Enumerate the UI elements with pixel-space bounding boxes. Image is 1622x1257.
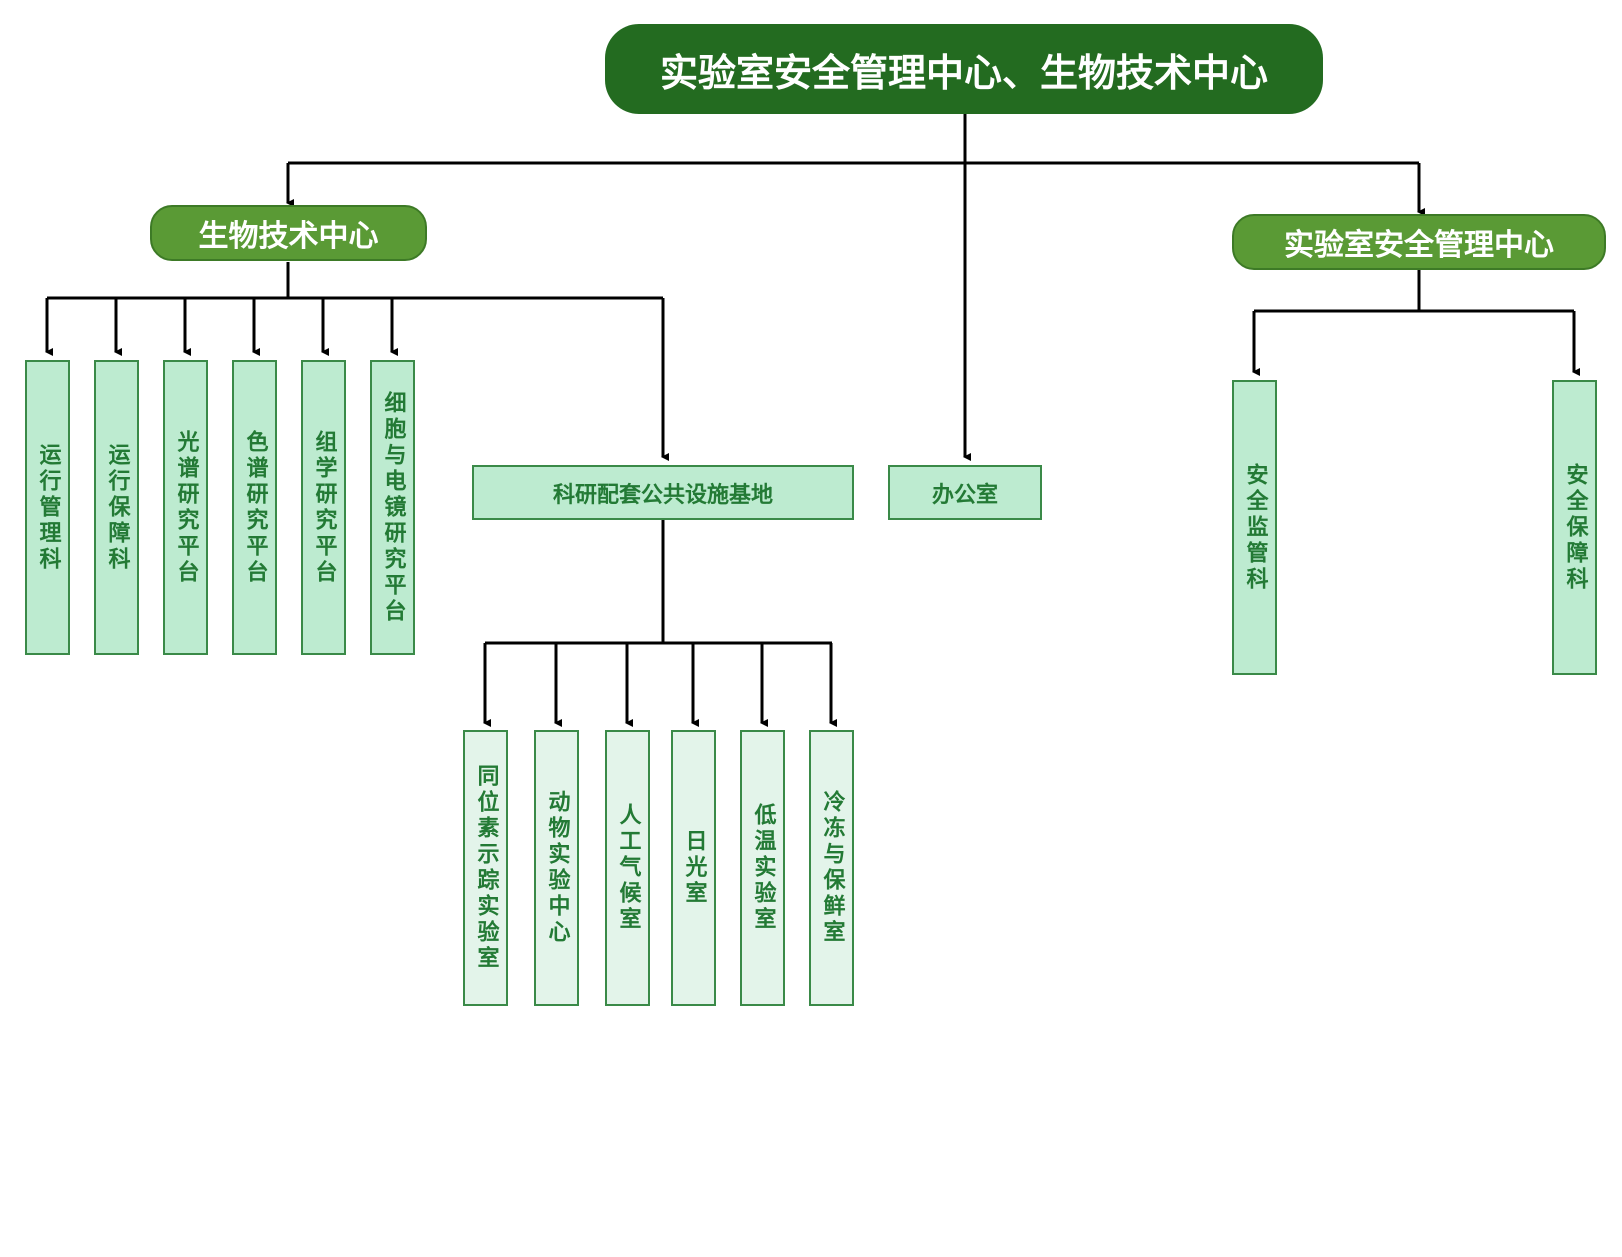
facility-low-temp-lab[interactable]: 低温实验室 [740,730,785,1006]
facility-animal-center[interactable]: 动物实验中心 [534,730,579,1006]
facility-base-node[interactable]: 科研配套公共设施基地 [472,465,854,520]
node-label: 光谱研究平台 [173,429,199,586]
node-label: 低温实验室 [750,803,776,933]
office-node[interactable]: 办公室 [888,465,1042,520]
root-node[interactable]: 实验室安全管理中心、生物技术中心 [605,24,1323,114]
node-label: 色谱研究平台 [242,429,268,586]
facility-sunlight-room[interactable]: 日光室 [671,730,716,1006]
node-label: 运行管理科 [35,442,61,573]
facility-isotope-lab[interactable]: 同位素示踪实验室 [463,730,508,1006]
biotech-platform-spectroscopy[interactable]: 光谱研究平台 [163,360,208,655]
facility-climate-room[interactable]: 人工气候室 [605,730,650,1006]
safety-center-node[interactable]: 实验室安全管理中心 [1232,214,1606,270]
node-label: 人工气候室 [615,803,641,933]
node-label: 动物实验中心 [544,790,570,946]
node-label: 冷冻与保鲜室 [819,790,845,946]
node-label: 运行保障科 [104,442,130,573]
node-label: 安全监管科 [1242,462,1268,593]
node-label: 安全保障科 [1562,462,1588,593]
facility-cold-storage[interactable]: 冷冻与保鲜室 [809,730,854,1006]
biotech-dept-ops-mgmt[interactable]: 运行管理科 [25,360,70,655]
biotech-dept-ops-support[interactable]: 运行保障科 [94,360,139,655]
node-label: 组学研究平台 [311,429,337,586]
biotech-center-node[interactable]: 生物技术中心 [150,205,427,261]
biotech-platform-omics[interactable]: 组学研究平台 [301,360,346,655]
biotech-platform-cell-em[interactable]: 细胞与电镜研究平台 [370,360,415,655]
node-label: 同位素示踪实验室 [473,764,499,972]
node-label: 细胞与电镜研究平台 [380,390,406,625]
biotech-platform-chromatography[interactable]: 色谱研究平台 [232,360,277,655]
safety-dept-supervision[interactable]: 安全监管科 [1232,380,1277,675]
node-label: 日光室 [681,829,707,907]
safety-dept-support[interactable]: 安全保障科 [1552,380,1597,675]
